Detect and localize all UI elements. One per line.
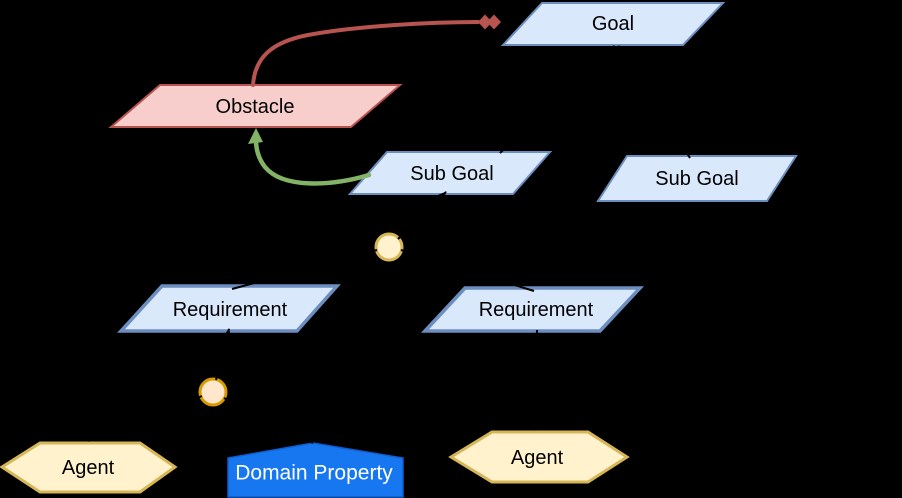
sub-goal-2-label: Sub Goal [655,168,738,190]
obstacle-label: Obstacle [216,96,295,118]
refinement-connectors[interactable] [87,45,691,444]
requirement-1-node[interactable] [117,284,341,333]
requirement-1-label: Requirement [173,299,288,321]
obstruction-arrow[interactable] [251,14,501,87]
edge-agent1-circle2[interactable] [87,395,203,442]
agent-1-node[interactable] [0,441,178,494]
sub-goal-1-label: Sub Goal [410,163,493,185]
domain-property-node[interactable] [227,442,404,498]
resolution-arrow[interactable] [248,128,372,186]
edge-requirement2-agent2[interactable] [531,329,540,431]
edge-subgoal1-goal[interactable] [499,45,615,154]
and-refinement-circle-1[interactable] [374,232,404,262]
sub-goal-1-node[interactable] [347,151,553,195]
edge-domainproperty-circle2[interactable] [223,397,314,444]
goal-node[interactable] [500,1,726,46]
green-arrowhead-icon [248,128,263,144]
edge-requirement1-circle1[interactable] [231,249,378,290]
agent-2-label: Agent [511,447,564,469]
agent-1-label: Agent [62,457,115,479]
and-refinement-circle-2[interactable] [198,377,228,407]
obstacle-node[interactable] [108,84,403,128]
domain-property-label: Domain Property [235,462,393,485]
agent-2-node[interactable] [448,430,630,484]
edge-subgoal2-goal[interactable] [618,45,691,159]
requirement-2-label: Requirement [479,299,594,321]
requirement-2-node[interactable] [420,286,645,333]
edge-requirement2-circle1[interactable] [400,249,535,292]
double-diamond-icon [478,14,501,30]
edge-circle1-subgoal1[interactable] [397,191,447,240]
goal-label: Goal [592,13,634,35]
sub-goal-2-node[interactable] [596,155,798,202]
edge-circle2-requirement1[interactable] [215,328,231,381]
